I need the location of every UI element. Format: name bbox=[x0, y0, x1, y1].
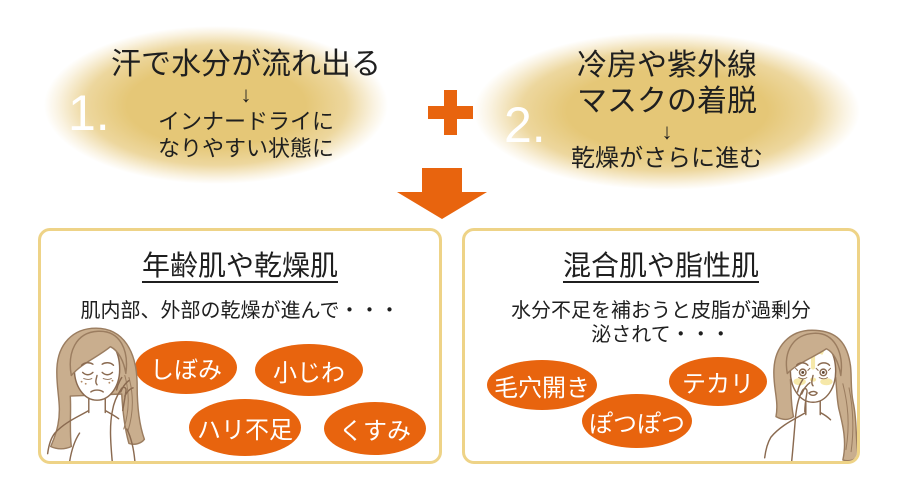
cause-1-sub-text-2: なりやすい状態に bbox=[157, 136, 334, 162]
cause-2-down-arrow-glyph: ↓ bbox=[661, 118, 673, 144]
cause-1-down-arrow-glyph: ↓ bbox=[240, 82, 252, 108]
result-dry-description: 肌内部、外部の乾燥が進んで・・・ bbox=[41, 299, 439, 323]
cause-2-sub-text-1: 乾燥がさらに進む bbox=[571, 145, 763, 173]
symptom-badge-kojiwa: 小じわ bbox=[255, 344, 363, 396]
symptom-badge-kusumi: くすみ bbox=[324, 402, 426, 455]
cause-2-main-text: 冷房や紫外線 bbox=[577, 48, 757, 82]
dry-skin-woman-illustration bbox=[46, 327, 146, 461]
result-box-oily-skin: 混合肌や脂性肌 水分不足を補おうと皮脂が過剰分 泌されて・・・ 毛穴開き テカリ… bbox=[462, 228, 860, 464]
plus-icon bbox=[428, 90, 473, 135]
down-arrow-icon bbox=[397, 168, 487, 219]
cause-2-number: 2. bbox=[504, 97, 546, 153]
result-oily-title: 混合肌や脂性肌 bbox=[562, 250, 759, 281]
result-dry-desc-line-1: 肌内部、外部の乾燥が進んで・・・ bbox=[80, 300, 400, 322]
oily-skin-woman-illustration bbox=[763, 329, 857, 461]
result-box-dry-skin: 年齢肌や乾燥肌 肌内部、外部の乾燥が進んで・・・ しぼみ 小じわ ハリ不足 くす… bbox=[38, 228, 442, 464]
cause-2-content: 冷房や紫外線 マスクの着脱 ↓ 乾燥がさらに進む bbox=[571, 48, 763, 174]
result-dry-title: 年齢肌や乾燥肌 bbox=[141, 250, 338, 281]
cause-1-content: 汗で水分が流れ出る ↓ インナードライに なりやすい状態に bbox=[111, 47, 381, 162]
cause-bubble-2: 2. 冷房や紫外線 マスクの着脱 ↓ 乾燥がさらに進む bbox=[474, 32, 860, 190]
cause-1-main-text: 汗で水分が流れ出る bbox=[111, 48, 381, 82]
result-oily-desc-line-2: 泌されて・・・ bbox=[591, 324, 731, 346]
result-oily-description: 水分不足を補おうと皮脂が過剰分 泌されて・・・ bbox=[465, 299, 857, 347]
symptom-badge-shibomi: しぼみ bbox=[135, 341, 237, 394]
symptom-badge-keanahiraki: 毛穴開き bbox=[487, 360, 597, 410]
symptom-badge-tekari: テカリ bbox=[669, 357, 767, 406]
symptom-badge-harifusoku: ハリ不足 bbox=[189, 399, 301, 456]
result-oily-desc-line-1: 水分不足を補おうと皮脂が過剰分 bbox=[511, 300, 811, 322]
cause-bubble-1: 1. 汗で水分が流れ出る ↓ インナードライに なりやすい状態に bbox=[44, 26, 388, 184]
cause-1-sub-text-1: インナードライに bbox=[157, 108, 334, 134]
symptom-badge-potsupotsu: ぽつぽつ bbox=[582, 394, 692, 448]
cause-1-number: 1. bbox=[68, 85, 110, 141]
cause-2-main-text-2: マスクの着脱 bbox=[577, 84, 757, 118]
